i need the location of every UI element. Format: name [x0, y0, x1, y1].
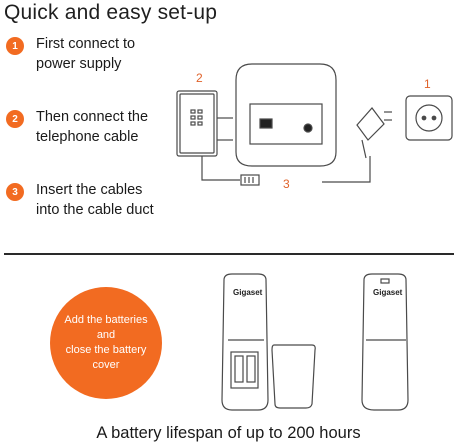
battery-instruction-badge: Add the batteries and close the battery … [50, 287, 162, 399]
step-2: 2 Then connect the telephone cable [6, 107, 148, 147]
battery-caption: A battery lifespan of up to 200 hours [96, 424, 361, 442]
callout-cable: 3 [283, 177, 290, 191]
base-station-icon [235, 63, 337, 167]
step-text: Insert the cables into the cable duct [36, 182, 154, 218]
step-number-badge: 3 [6, 183, 24, 201]
battery-cover-icon [271, 344, 316, 409]
brand-label-closed: Gigaset [373, 288, 403, 297]
step-number-badge: 2 [6, 110, 24, 128]
step-3: 3 Insert the cables into the cable duct [6, 180, 154, 220]
section-divider [4, 253, 454, 255]
wall-socket-icon [405, 95, 453, 141]
wall-box-icon [176, 90, 233, 157]
power-adapter-icon [322, 107, 392, 183]
telephone-cable-icon [201, 156, 260, 186]
page-title: Quick and easy set-up [4, 1, 218, 24]
battery-instruction-text: Add the batteries and close the battery … [64, 314, 148, 371]
setup-illustration [176, 63, 453, 186]
callout-base-unit: 2 [196, 71, 203, 85]
handset-closed-icon [361, 273, 409, 411]
step-1: 1 First connect to power supply [6, 34, 135, 74]
callout-power-plug: 1 [424, 77, 431, 91]
step-number-badge: 1 [6, 37, 24, 55]
step-text: First connect to power supply [36, 36, 136, 72]
handset-open-icon [221, 273, 269, 411]
brand-label-open: Gigaset [233, 288, 263, 297]
step-text: Then connect the telephone cable [36, 109, 149, 145]
